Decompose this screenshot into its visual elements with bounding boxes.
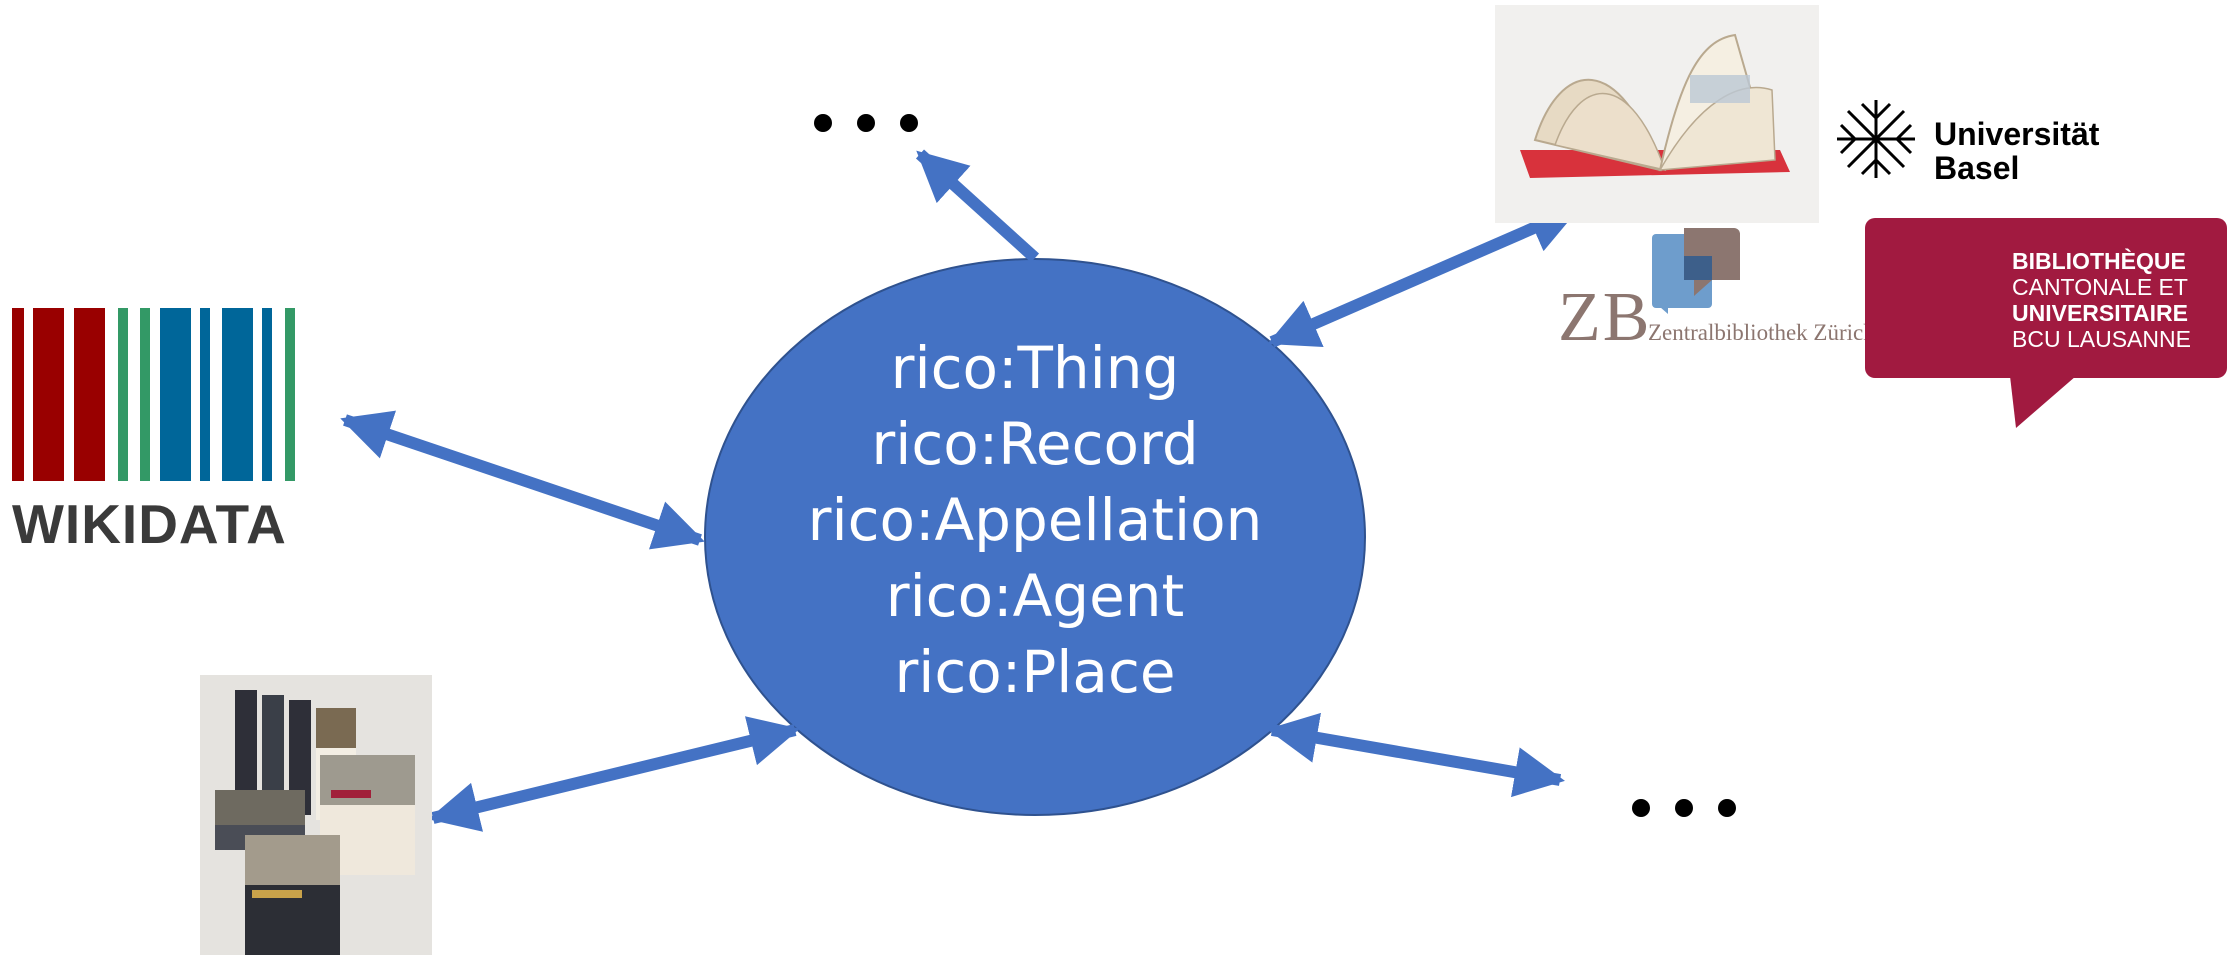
bcu-logo-box	[1865, 218, 2227, 378]
basel-name-line2: Basel	[1934, 150, 2020, 186]
arrow-to-library-photo	[1267, 204, 1580, 348]
ellipse-label-list: rico:Thing rico:Record rico:Appellation …	[690, 330, 1380, 710]
top-ellipsis-dots	[814, 114, 918, 132]
bcu-line-2: CANTONALE ET	[2012, 274, 2188, 300]
basel-name-line1: Universität	[1934, 116, 2100, 152]
arrow-to-books-photo	[428, 716, 800, 832]
central-ellipse	[704, 258, 1366, 816]
bcu-line-4: BCU LAUSANNE	[2012, 326, 2191, 352]
ellipse-label-appellation: rico:Appellation	[807, 486, 1263, 554]
bcu-line-3: UNIVERSITAIRE	[2012, 300, 2188, 326]
arrow-to-top-more	[915, 149, 1040, 263]
zb-name: Zentralbibliothek Zürich	[1648, 320, 1875, 345]
zb-letters: ZB	[1558, 279, 1652, 356]
basel-star-logo	[1837, 100, 1915, 178]
ellipse-label-agent: rico:Agent	[885, 562, 1185, 630]
bcu-line-1: BIBLIOTHÈQUE	[2012, 248, 2186, 274]
basel-name: Universität Basel	[1934, 117, 2099, 185]
wikidata-wordmark: WIKIDATA	[12, 493, 287, 555]
bottom-ellipsis-dots	[1632, 799, 1736, 817]
bcu-logo-text: BIBLIOTHÈQUE CANTONALE ET UNIVERSITAIRE …	[2012, 248, 2191, 352]
bcu-speech-tail	[2010, 376, 2076, 428]
ellipse-label-record: rico:Record	[871, 410, 1199, 478]
arrow-to-bottom-more	[1267, 712, 1565, 798]
ellipse-label-thing: rico:Thing	[890, 334, 1180, 402]
books-set-photo	[200, 675, 432, 955]
wikidata-barcode	[12, 308, 295, 481]
library-book-photo	[1495, 5, 1819, 223]
zb-logo-mark	[1652, 228, 1740, 314]
arrow-to-wikidata	[340, 410, 705, 550]
ellipse-label-place: rico:Place	[894, 638, 1176, 706]
